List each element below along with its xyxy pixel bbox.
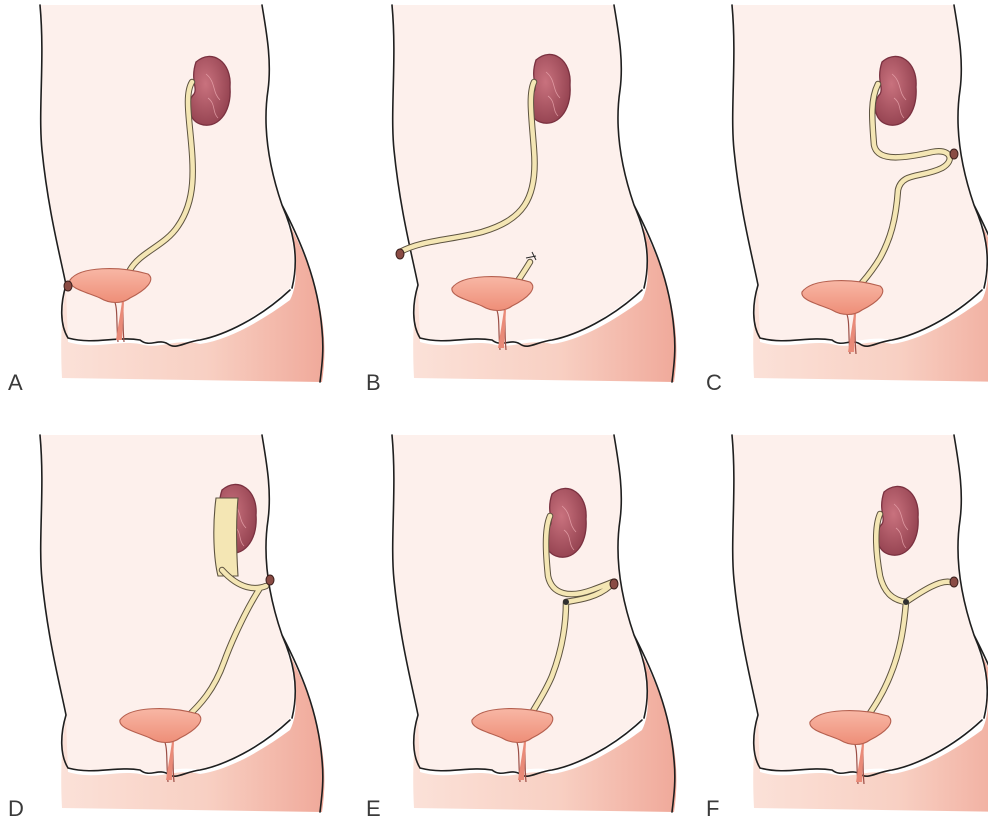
kidney-shape <box>545 488 586 557</box>
panel-label-d: D <box>8 798 24 820</box>
panel-d <box>40 435 324 812</box>
panel-b <box>392 5 676 382</box>
stoma <box>610 579 618 589</box>
stoma <box>64 281 72 291</box>
panel-f <box>732 435 988 812</box>
panel-label-b: B <box>366 372 381 394</box>
kidney-shape <box>877 486 918 555</box>
panel-label-f: F <box>706 798 719 820</box>
anastomosis-point <box>563 599 569 605</box>
panel-e <box>392 435 676 812</box>
stoma <box>950 149 958 159</box>
renal-pelvis <box>214 498 238 576</box>
panel-label-a: A <box>8 372 23 394</box>
anastomosis-point <box>903 599 909 605</box>
torso-fill <box>40 5 294 342</box>
panel-label-e: E <box>366 798 381 820</box>
panel-c <box>732 5 988 382</box>
stoma <box>950 577 958 587</box>
panel-a <box>40 5 324 382</box>
stoma <box>396 249 404 259</box>
kidney-shape <box>529 54 570 123</box>
kidney-shape <box>189 56 230 125</box>
stoma <box>266 575 274 585</box>
kidney-shape <box>875 56 916 125</box>
panel-label-c: C <box>706 372 722 394</box>
